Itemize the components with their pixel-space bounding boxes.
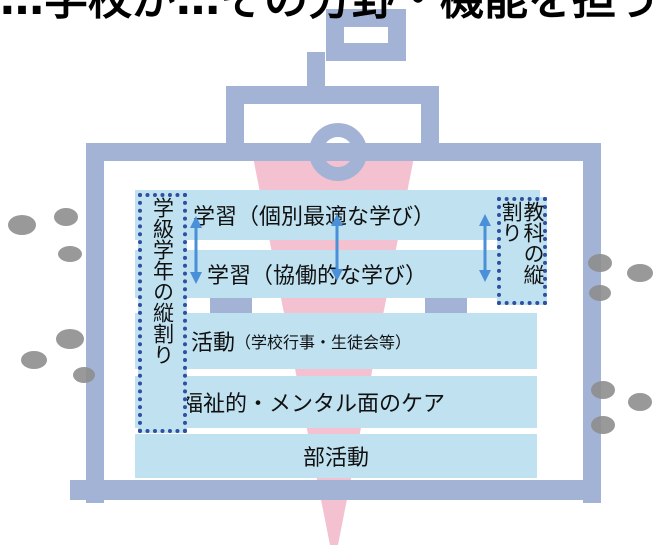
band-care-label: 福祉的・メンタル面のケア — [181, 392, 446, 417]
subject-vertical-text: 教科の縦割り — [499, 201, 545, 285]
gray-blob-people-icon — [8, 208, 653, 434]
band-club-label: 部活動 — [302, 446, 369, 471]
band-care: 福祉的・メンタル面のケア — [135, 376, 537, 428]
bell-circle-icon — [309, 123, 367, 181]
building-base — [70, 480, 593, 500]
page-title: …学校が…その分野・機能を担う — [0, 0, 655, 26]
band-club: 部活動 — [135, 434, 537, 478]
band-cooperative-label: 学習（協働的な学び） — [207, 264, 428, 289]
subject-vertical-label: 教科の縦割り — [497, 197, 547, 305]
band-activities-label: 活動 — [191, 331, 236, 356]
band-activities: 活動（学校行事・生徒会等） — [135, 313, 537, 369]
school-building-outline-icon — [86, 9, 601, 503]
homeroom-vertical-label: 学級学年の縦割り — [138, 193, 187, 433]
band-individual-label: 学習（個別最適な学び） — [193, 205, 436, 230]
band-activities-sub: （学校行事・生徒会等） — [235, 333, 412, 352]
homeroom-vertical-text: 学級学年の縦割り — [150, 197, 175, 365]
